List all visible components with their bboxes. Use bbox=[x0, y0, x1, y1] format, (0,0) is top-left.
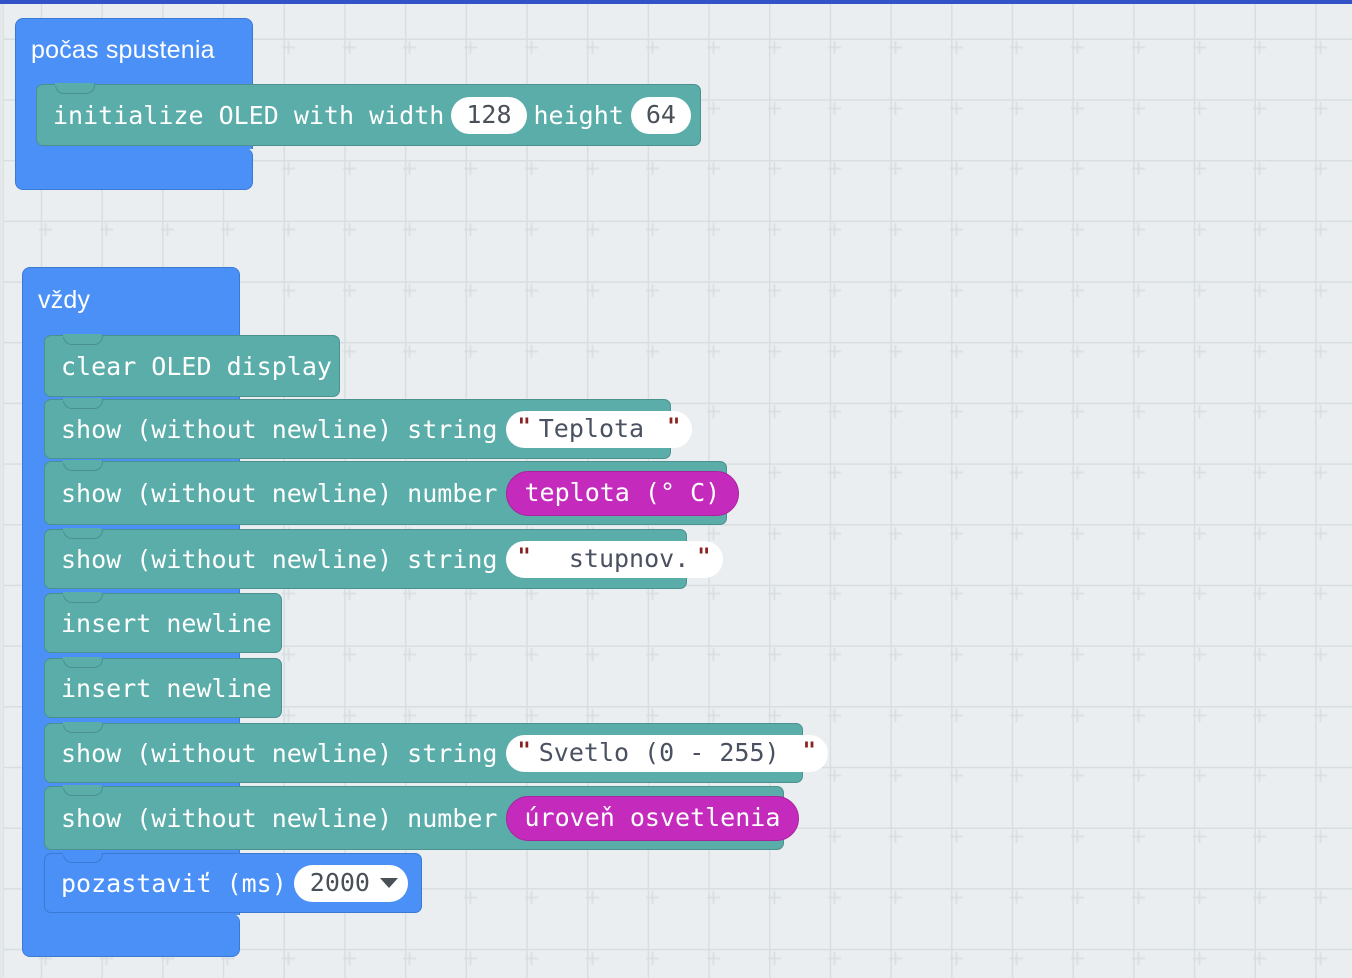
block-notch-cover bbox=[63, 657, 101, 660]
block-notch-cover bbox=[63, 592, 101, 595]
block-insert-newline-2[interactable]: insert newline bbox=[44, 657, 282, 718]
quote-open-icon: " bbox=[517, 415, 531, 440]
block-notch-cover bbox=[55, 83, 93, 86]
oled-height-field[interactable]: 64 bbox=[630, 96, 691, 134]
block-pause-ms[interactable]: pozastaviť (ms) 2000 bbox=[44, 852, 422, 913]
show-number-osvetlenie-text: show (without newline) number bbox=[61, 803, 498, 833]
string-field-teplota-value: Teplota bbox=[538, 413, 660, 443]
pause-ms-text: pozastaviť (ms) bbox=[61, 868, 287, 898]
oled-width-field[interactable]: 128 bbox=[451, 96, 527, 134]
string-field-stupnov[interactable]: " stupnov. " bbox=[505, 540, 723, 578]
insert-newline-1-text: insert newline bbox=[61, 608, 272, 638]
block-show-number-teplota[interactable]: show (without newline) number teplota (°… bbox=[44, 460, 740, 525]
string-field-svetlo[interactable]: " Svetlo (0 - 255) " bbox=[505, 734, 828, 772]
block-show-number-osvetlenie[interactable]: show (without newline) number úroveň osv… bbox=[44, 785, 800, 850]
show-string-stupnov-text: show (without newline) string bbox=[61, 544, 498, 574]
on-start-label: počas spustenia bbox=[31, 35, 215, 64]
quote-close-icon: " bbox=[667, 415, 681, 440]
string-field-svetlo-value: Svetlo (0 - 255) bbox=[538, 737, 795, 767]
block-notch-cover bbox=[63, 852, 101, 855]
show-string-svetlo-text: show (without newline) string bbox=[61, 738, 498, 768]
clear-oled-text: clear OLED display bbox=[61, 351, 332, 381]
block-notch-cover bbox=[63, 722, 101, 725]
quote-close-icon: " bbox=[697, 545, 711, 570]
block-notch-cover bbox=[63, 785, 101, 788]
forever-foot bbox=[22, 914, 240, 957]
pause-duration-value: 2000 bbox=[309, 867, 370, 897]
block-clear-oled-display[interactable]: clear OLED display bbox=[44, 334, 340, 397]
show-number-teplota-text: show (without newline) number bbox=[61, 478, 498, 508]
block-notch-cover bbox=[63, 460, 101, 463]
chevron-down-icon bbox=[380, 877, 398, 888]
block-insert-newline-1[interactable]: insert newline bbox=[44, 592, 282, 653]
block-notch-cover bbox=[63, 398, 101, 401]
variable-reporter-teplota[interactable]: teplota (° C) bbox=[505, 470, 740, 516]
block-show-string-teplota[interactable]: show (without newline) string " Teplota … bbox=[44, 398, 693, 459]
on-start-hat[interactable]: počas spustenia bbox=[15, 18, 253, 81]
insert-newline-2-text: insert newline bbox=[61, 673, 272, 703]
string-field-teplota[interactable]: " Teplota " bbox=[505, 410, 693, 448]
block-notch-cover bbox=[63, 528, 101, 531]
initialize-oled-text-1: initialize OLED with width bbox=[53, 100, 445, 130]
workspace-left-edge bbox=[0, 4, 4, 978]
block-initialize-oled[interactable]: initialize OLED with width 128 height 64 bbox=[36, 83, 701, 146]
quote-open-icon: " bbox=[517, 739, 531, 764]
on-start-foot bbox=[15, 148, 253, 190]
quote-close-icon: " bbox=[802, 739, 816, 764]
forever-hat[interactable]: vždy bbox=[22, 267, 240, 332]
forever-label: vždy bbox=[38, 285, 91, 314]
show-string-teplota-text: show (without newline) string bbox=[61, 414, 498, 444]
string-field-stupnov-value: stupnov. bbox=[538, 543, 690, 573]
block-show-string-svetlo[interactable]: show (without newline) string " Svetlo (… bbox=[44, 722, 828, 783]
block-notch-cover bbox=[63, 334, 101, 337]
block-show-string-stupnov[interactable]: show (without newline) string " stupnov.… bbox=[44, 528, 723, 589]
quote-open-icon: " bbox=[517, 545, 531, 570]
top-accent-bar bbox=[0, 0, 1352, 4]
initialize-oled-text-2: height bbox=[533, 100, 624, 130]
variable-reporter-osvetlenie[interactable]: úroveň osvetlenia bbox=[505, 795, 800, 841]
pause-duration-dropdown[interactable]: 2000 bbox=[293, 864, 408, 902]
